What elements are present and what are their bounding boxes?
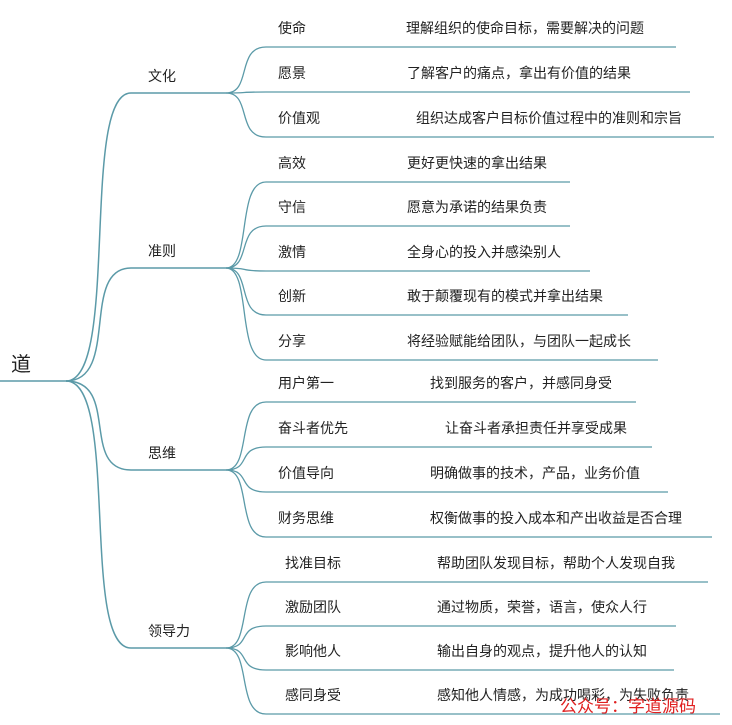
item-connector bbox=[225, 401, 267, 471]
item-description: 找到服务的客户，并感同身受 bbox=[430, 376, 612, 392]
item-description: 将经验赋能给团队，与团队一起成长 bbox=[407, 334, 631, 350]
branch-label: 思维 bbox=[148, 446, 176, 462]
item-connector bbox=[225, 625, 267, 649]
item-label: 愿景 bbox=[278, 66, 306, 82]
item-connector bbox=[225, 469, 267, 493]
item-connector bbox=[225, 267, 267, 316]
item-label: 价值观 bbox=[278, 111, 320, 127]
item-connector bbox=[225, 46, 267, 94]
item-connector bbox=[225, 181, 267, 269]
watermark: 公众号：字道源码 bbox=[560, 697, 696, 717]
item-description: 让奋斗者承担责任并享受成果 bbox=[445, 421, 627, 437]
item-label: 财务思维 bbox=[278, 511, 334, 527]
item-connector bbox=[225, 267, 267, 361]
item-connector bbox=[225, 446, 267, 471]
branch-connector bbox=[65, 380, 132, 649]
item-connector bbox=[225, 647, 267, 671]
item-label: 激情 bbox=[278, 245, 306, 261]
item-connector bbox=[225, 225, 267, 269]
item-description: 了解客户的痛点，拿出有价值的结果 bbox=[407, 66, 631, 82]
item-description: 愿意为承诺的结果负责 bbox=[407, 200, 547, 216]
root-node: 道 bbox=[11, 352, 31, 376]
branch-connector bbox=[65, 380, 132, 471]
item-description: 输出自身的观点，提升他人的认知 bbox=[437, 644, 647, 660]
item-label: 高效 bbox=[278, 156, 306, 172]
item-label: 守信 bbox=[278, 200, 306, 216]
item-description: 明确做事的技术，产品，业务价值 bbox=[430, 466, 640, 482]
item-description: 组织达成客户目标价值过程中的准则和宗旨 bbox=[416, 111, 682, 127]
item-description: 敢于颠覆现有的模式并拿出结果 bbox=[407, 289, 603, 305]
item-label: 找准目标 bbox=[285, 556, 341, 572]
item-description: 权衡做事的投入成本和产出收益是否合理 bbox=[430, 511, 682, 527]
item-connector bbox=[225, 92, 267, 138]
item-label: 用户第一 bbox=[278, 376, 334, 392]
item-label: 使命 bbox=[278, 21, 306, 37]
item-description: 通过物质，荣誉，语言，使众人行 bbox=[437, 600, 647, 616]
item-description: 全身心的投入并感染别人 bbox=[407, 245, 561, 261]
item-label: 激励团队 bbox=[285, 600, 341, 616]
item-connector bbox=[225, 91, 267, 94]
item-label: 影响他人 bbox=[285, 644, 341, 660]
item-description: 感知他人情感，为成功喝彩，为失败负责 bbox=[437, 688, 689, 704]
item-connector bbox=[225, 267, 267, 272]
item-description: 理解组织的使命目标，需要解决的问题 bbox=[406, 21, 644, 37]
item-connector bbox=[225, 581, 267, 649]
item-description: 帮助团队发现目标，帮助个人发现自我 bbox=[437, 556, 675, 572]
item-label: 创新 bbox=[278, 289, 306, 305]
item-connector bbox=[225, 647, 267, 715]
item-label: 价值导向 bbox=[278, 466, 334, 482]
branch-label: 领导力 bbox=[148, 624, 190, 640]
item-label: 分享 bbox=[278, 334, 306, 350]
branch-connector bbox=[65, 92, 132, 382]
item-label: 感同身受 bbox=[285, 688, 341, 704]
branch-label: 准则 bbox=[148, 244, 176, 260]
branch-connector bbox=[65, 267, 132, 382]
item-description: 更好更快速的拿出结果 bbox=[407, 156, 547, 172]
item-connector bbox=[225, 469, 267, 538]
branch-label: 文化 bbox=[148, 69, 176, 85]
item-label: 奋斗者优先 bbox=[278, 421, 348, 437]
